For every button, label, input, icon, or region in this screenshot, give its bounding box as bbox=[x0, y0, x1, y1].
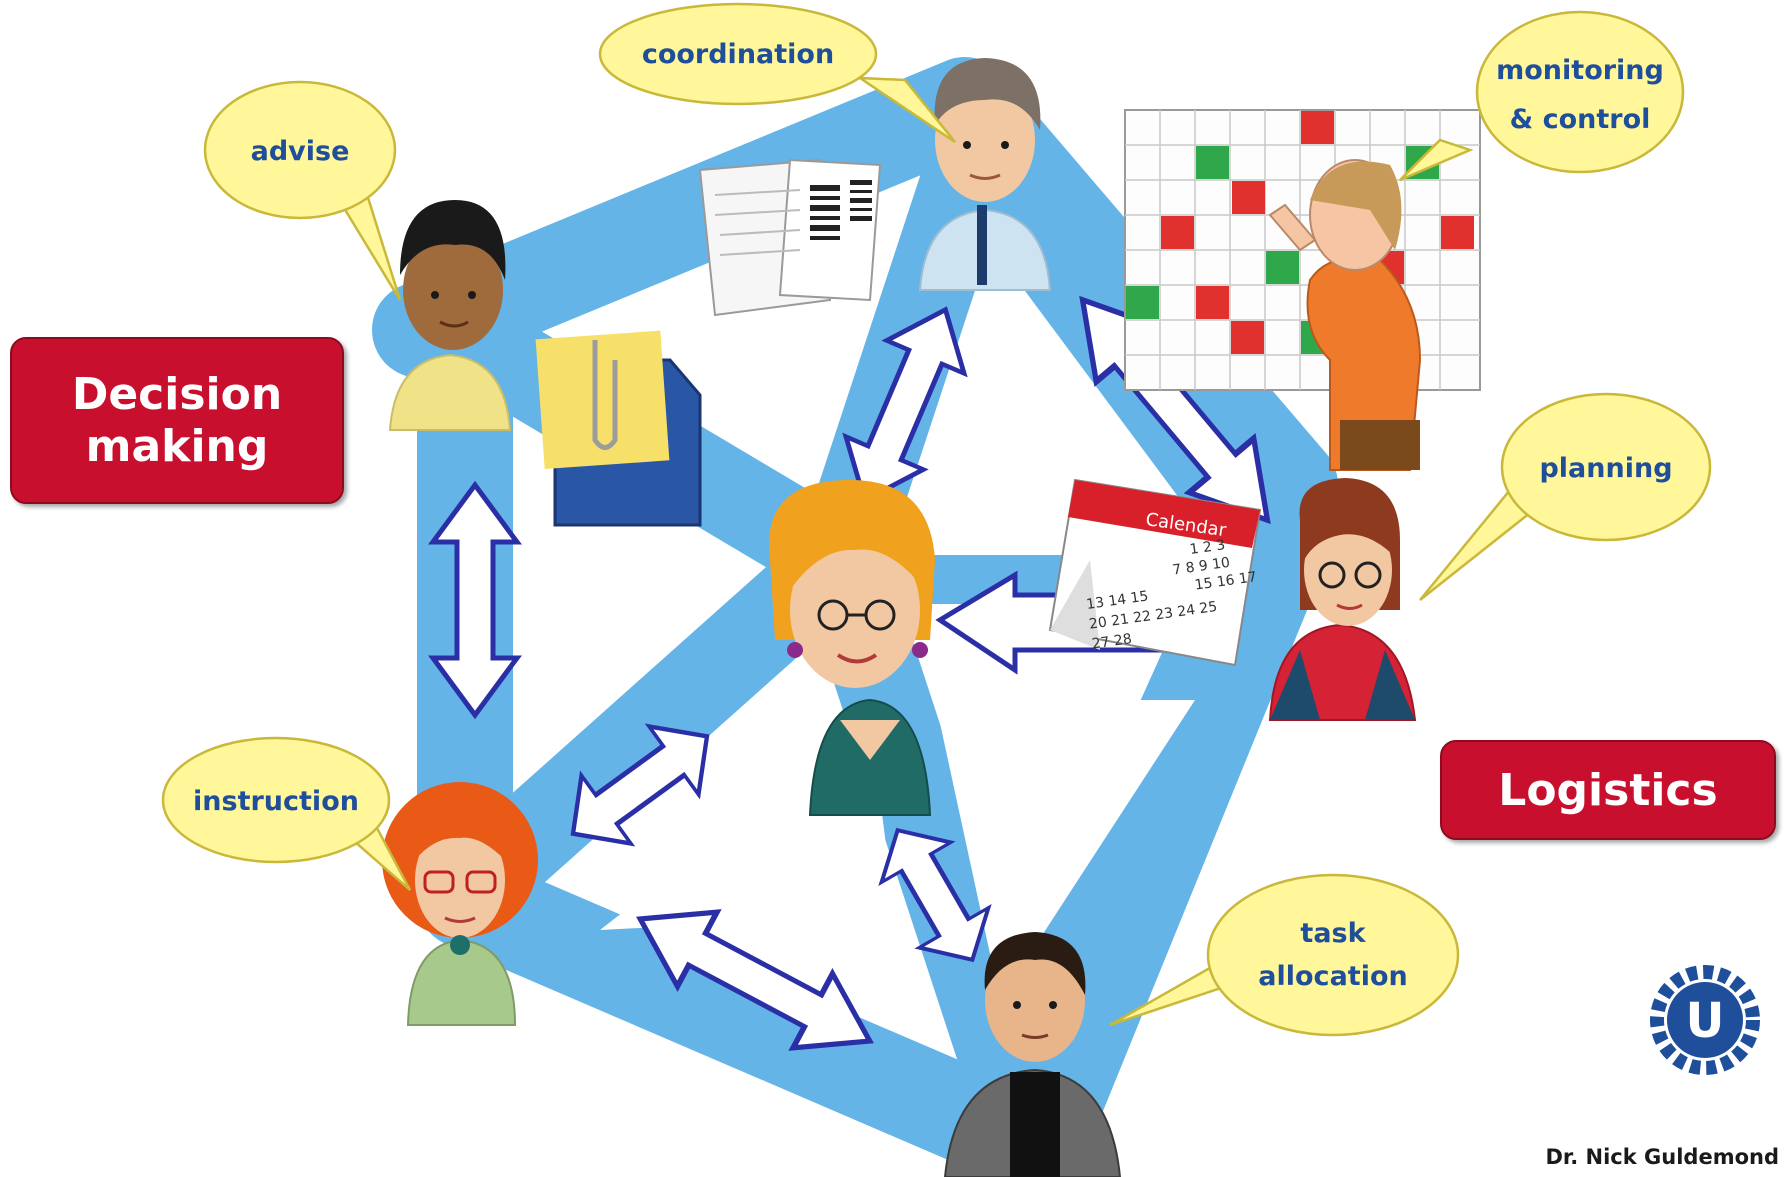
document-pages bbox=[698, 158, 882, 317]
bubble-advise: advise bbox=[203, 80, 402, 301]
calendar-days: 7 8 9 10 bbox=[1171, 555, 1231, 579]
calendar-days: 1 2 3 bbox=[1189, 537, 1227, 558]
bubble-planning: planning bbox=[1419, 392, 1712, 601]
calendar-days: 27 28 bbox=[1091, 631, 1133, 652]
bubble-text-coordination: coordination bbox=[642, 39, 834, 70]
bubble-text-monitoring: monitoring bbox=[1496, 55, 1664, 86]
person-coordination bbox=[918, 58, 1052, 291]
bubble-text-control: & control bbox=[1510, 104, 1651, 135]
bubble-monitoring: monitoring & control bbox=[1399, 10, 1685, 182]
bubble-task: task allocation bbox=[1109, 873, 1460, 1037]
university-logo: U bbox=[1650, 965, 1760, 1075]
bubble-text-allocation: allocation bbox=[1258, 961, 1407, 992]
bubble-text-advise: advise bbox=[251, 136, 350, 167]
person-monitoring bbox=[1268, 159, 1422, 471]
person-advise bbox=[388, 200, 512, 431]
person-planning bbox=[1268, 478, 1417, 721]
logistics-label: Logistics bbox=[1440, 740, 1776, 840]
person-task bbox=[943, 932, 1122, 1177]
planning-board bbox=[1124, 109, 1481, 391]
bubble-text-instruction: instruction bbox=[193, 786, 359, 817]
decision-line2: making bbox=[85, 420, 269, 472]
bubble-text-planning: planning bbox=[1539, 453, 1672, 484]
folder-icon bbox=[535, 330, 702, 527]
bubble-instruction: instruction bbox=[161, 736, 412, 891]
author-credit: Dr. Nick Guldemond bbox=[1545, 1145, 1779, 1169]
decision-line1: Decision bbox=[71, 368, 283, 420]
person-center bbox=[769, 480, 935, 816]
decision-making-label: Decision making bbox=[10, 337, 344, 504]
logo-letter: U bbox=[1686, 993, 1725, 1049]
person-instruction bbox=[382, 782, 538, 1026]
bubble-coordination: coordination bbox=[598, 2, 956, 144]
calendar-icon: Calendar 1 2 3 7 8 9 10 15 16 17 13 14 1… bbox=[1048, 478, 1262, 667]
bubble-text-task: task bbox=[1300, 918, 1366, 949]
